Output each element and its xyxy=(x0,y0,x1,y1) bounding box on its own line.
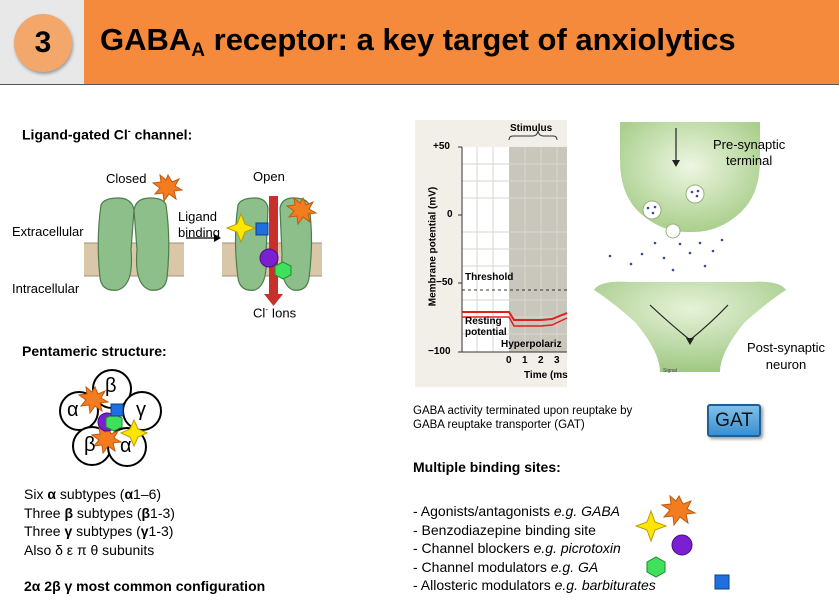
hyperpolarization-label: Hyperpolariz xyxy=(501,339,562,350)
subtype-line: Three β subtypes (β1-3) xyxy=(24,504,175,521)
closed-channel xyxy=(97,197,170,291)
header-number-panel: 3 xyxy=(0,0,85,84)
subtype-line: Six α subtypes (α1–6) xyxy=(24,486,162,502)
benzodiazepine-star-icon xyxy=(225,212,257,244)
resting-trace xyxy=(462,311,568,321)
y-tick: +50 xyxy=(433,141,450,152)
subtype-line: Three γ subtypes (γ1-3) xyxy=(24,523,174,539)
x-tick: 1 xyxy=(522,355,528,366)
barbiturate-square-icon xyxy=(714,574,730,590)
extracellular-label: Extracellular xyxy=(12,224,84,239)
binding-site-item: - Allosteric modulators e.g. barbiturate… xyxy=(413,577,656,593)
also-subunits: Also δ ε π θ subunits xyxy=(24,541,155,558)
header-bar xyxy=(84,0,839,84)
signal-label: Signal xyxy=(663,368,677,374)
cl-flow-arrow xyxy=(264,196,283,306)
subunit-alpha-label: α xyxy=(67,399,79,421)
benzodiazepine-star-icon xyxy=(119,418,149,448)
common-configuration: 2α 2β γ most common configuration xyxy=(24,578,266,594)
picrotoxin-circle-icon xyxy=(259,248,279,268)
x-axis-label: Time (ms xyxy=(524,370,568,381)
section-number: 3 xyxy=(14,14,72,72)
gat-badge: GAT xyxy=(707,404,761,437)
gaba-star-icon xyxy=(151,173,184,203)
gaba-star-icon xyxy=(660,494,697,527)
intracellular-label: Intracellular xyxy=(12,281,80,296)
benzodiazepine-star-icon xyxy=(634,509,668,543)
barbiturate-square-icon xyxy=(255,222,269,236)
reuptake-text: GABA activity terminated upon reuptake b… xyxy=(413,405,633,431)
subunit-gamma-label: γ xyxy=(136,399,146,421)
subunit-beta-label: β xyxy=(84,434,96,456)
binding-site-item: - Channel blockers e.g. picrotoxin xyxy=(413,540,621,556)
binding-sites-list: - Agonists/antagonists e.g. GABA - Benzo… xyxy=(413,502,656,595)
gaba-star-icon xyxy=(285,196,318,226)
binding-site-item: - Channel modulators e.g. GA xyxy=(413,558,599,575)
x-tick: 2 xyxy=(538,355,544,366)
gaba-star-icon xyxy=(77,385,110,415)
stimulus-label: Stimulus xyxy=(510,123,553,134)
subunit-beta-label: β xyxy=(105,375,117,397)
x-tick: 3 xyxy=(554,355,560,366)
closed-label: Closed xyxy=(106,171,147,186)
binding-sites-heading: Multiple binding sites: xyxy=(413,459,561,475)
y-tick: 0 xyxy=(447,209,453,220)
barbiturate-square-icon xyxy=(110,403,124,417)
ga-hexagon-icon xyxy=(646,556,666,578)
picrotoxin-circle-icon xyxy=(671,534,693,556)
gaba-star-icon xyxy=(90,425,123,455)
header-divider xyxy=(0,84,839,85)
pentamer-heading: Pentameric structure: xyxy=(22,343,167,359)
cl-ions-label: Cl- Ions xyxy=(253,305,297,321)
subunit-alpha-label: α xyxy=(120,435,132,457)
subunit-list: Six α subtypes (α1–6) Three β subtypes (… xyxy=(24,485,175,559)
threshold-label: Threshold xyxy=(465,272,514,283)
channel-heading: Ligand-gated Cl- channel: xyxy=(22,126,193,143)
page-title: GABAA receptor: a key target of anxiolyt… xyxy=(100,22,736,61)
open-label: Open xyxy=(253,169,285,184)
y-tick: −50 xyxy=(436,277,453,288)
binding-site-item: - Benzodiazepine binding site xyxy=(413,521,596,538)
binding-site-item: - Agonists/antagonists e.g. GABA xyxy=(413,503,621,519)
ga-hexagon-icon xyxy=(274,261,292,280)
x-tick: 0 xyxy=(506,355,512,366)
y-tick: −100 xyxy=(428,346,451,357)
